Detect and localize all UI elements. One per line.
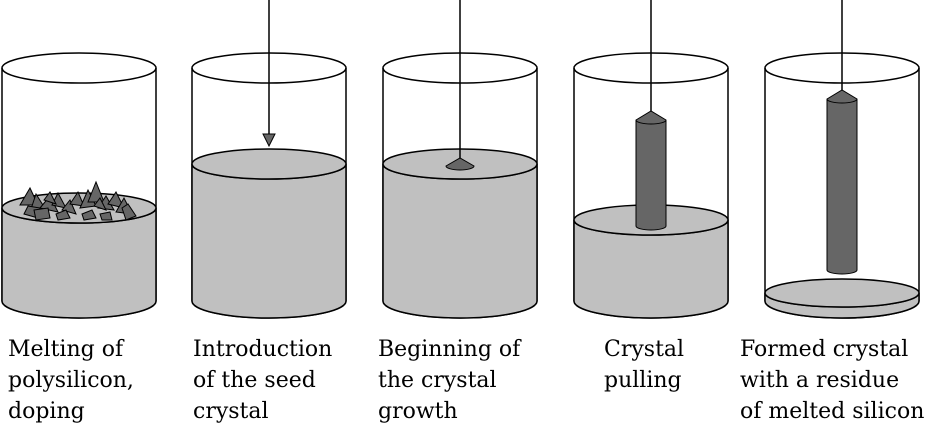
crucible-stage-3: [382, 0, 538, 319]
melt-surface: [191, 148, 347, 180]
melt-body: [191, 163, 347, 319]
caption-growth-beginning: Beginning of the crystal growth: [378, 337, 521, 424]
crucible-stage-4: [573, 0, 729, 319]
crucible-stage-5: [764, 0, 920, 319]
caption-seed-introduction: Introduction of the seed crystal: [193, 337, 333, 424]
crucible-stage-2: [191, 0, 347, 319]
crucible-rim: [764, 52, 920, 84]
caption-crystal-pulling: Crystal pulling: [604, 337, 685, 393]
crucible-rim: [382, 52, 538, 84]
crucible-rim: [1, 52, 157, 84]
caption-formed-crystal: Formed crystal with a residue of melted …: [740, 337, 925, 424]
silicon-ingot: [635, 110, 667, 231]
polysilicon-chunks: [19, 180, 137, 221]
melt-body: [1, 207, 157, 319]
silicon-ingot: [826, 89, 858, 275]
crucible-stage-1: [1, 52, 157, 319]
crucible-rim: [191, 52, 347, 84]
growing-crystal: [445, 157, 475, 171]
seed-crystal: [262, 133, 276, 148]
caption-melting: Melting of polysilicon, doping: [8, 337, 134, 424]
melt-body: [382, 163, 538, 319]
crucible-rim: [573, 52, 729, 84]
melt-surface: [764, 278, 920, 308]
